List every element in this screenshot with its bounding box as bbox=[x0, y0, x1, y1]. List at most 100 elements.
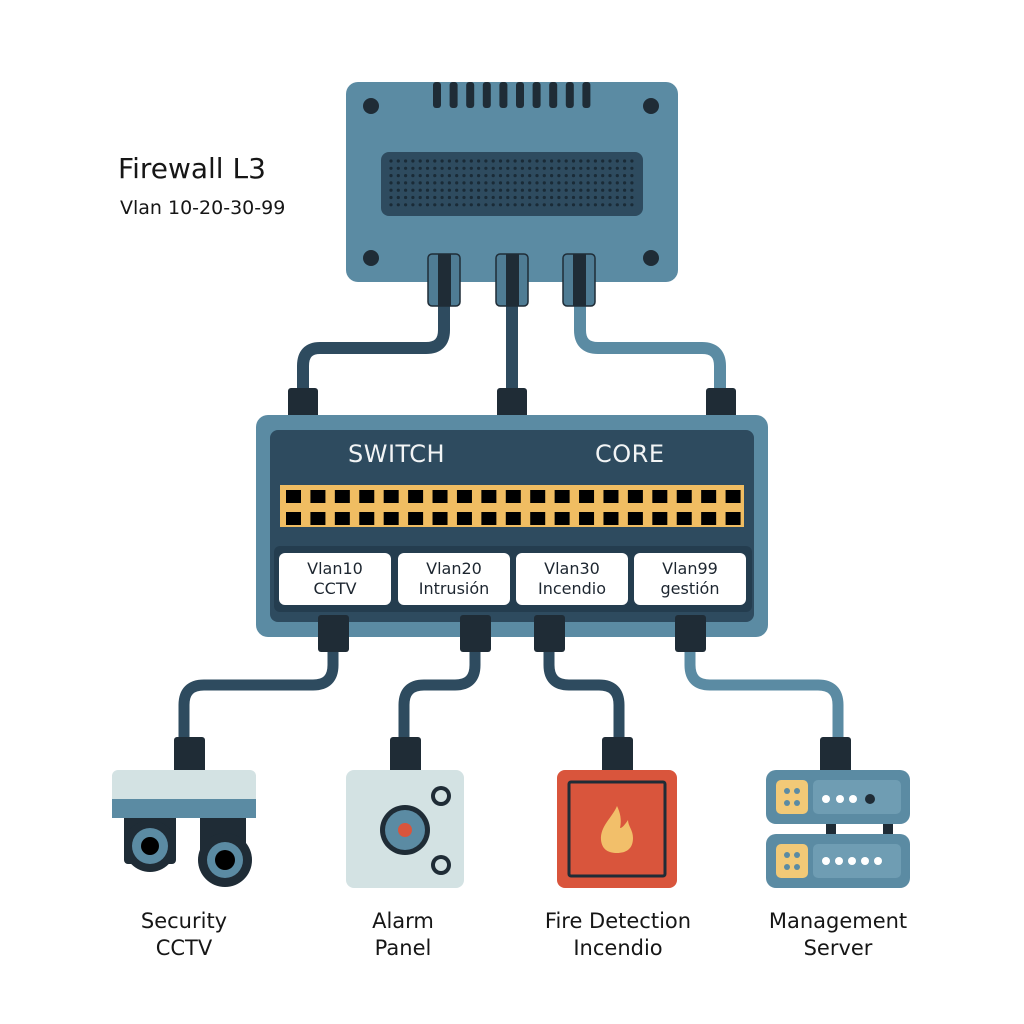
switch-port bbox=[310, 490, 326, 503]
switch-downlink-connector[interactable] bbox=[318, 615, 349, 652]
grille-dot bbox=[593, 188, 598, 192]
switch-port bbox=[408, 512, 424, 525]
vlan-name: Intrusión bbox=[418, 579, 490, 598]
alarm-panel-icon[interactable] bbox=[346, 770, 464, 888]
grille-dot bbox=[484, 188, 488, 192]
grille-dot bbox=[520, 166, 525, 170]
firewall-port[interactable] bbox=[562, 253, 596, 307]
fire-icon bbox=[600, 806, 633, 853]
grille-dot bbox=[411, 159, 415, 163]
vlan-label-99[interactable]: Vlan99 gestión bbox=[634, 553, 746, 605]
grille-dot bbox=[542, 203, 546, 207]
firewall-screw bbox=[363, 250, 379, 266]
switch-downlink-connector[interactable] bbox=[675, 615, 706, 652]
grille-dot bbox=[462, 188, 466, 192]
grille-dot bbox=[396, 195, 400, 200]
grille-dot bbox=[389, 195, 393, 200]
switch-port bbox=[456, 512, 472, 525]
grille-dot bbox=[528, 166, 532, 170]
grille-dot bbox=[396, 159, 400, 163]
grille-dot bbox=[396, 166, 400, 170]
grille-dot bbox=[425, 181, 430, 185]
vlan-name: Incendio bbox=[537, 579, 607, 598]
grille-dot bbox=[623, 174, 627, 178]
switch-uplink-connector[interactable] bbox=[288, 388, 318, 418]
grille-dot bbox=[623, 166, 627, 170]
grille-dot bbox=[630, 174, 634, 178]
grille-dot bbox=[491, 188, 495, 192]
vlan-label-30[interactable]: Vlan30 Incendio bbox=[516, 553, 628, 605]
grille-dot bbox=[447, 203, 451, 207]
grille-dot bbox=[615, 188, 619, 192]
grille-dot bbox=[411, 203, 415, 207]
vlan-label-20[interactable]: Vlan20 Intrusión bbox=[398, 553, 510, 605]
grille-dot bbox=[433, 181, 437, 185]
firewall-subtitle: Vlan 10-20-30-99 bbox=[120, 197, 286, 219]
server-icon[interactable] bbox=[766, 770, 910, 888]
grille-dot bbox=[455, 181, 459, 185]
grille-dot bbox=[404, 203, 408, 207]
grille-dot bbox=[396, 188, 400, 192]
grille-dot bbox=[491, 195, 495, 200]
grille-dot bbox=[455, 195, 459, 200]
grille-dot bbox=[550, 159, 554, 163]
grille-dot bbox=[477, 159, 481, 163]
grille-dot bbox=[440, 174, 444, 178]
grille-dot bbox=[477, 174, 481, 178]
grille-dot bbox=[404, 174, 408, 178]
grille-dot bbox=[542, 166, 546, 170]
grille-dot bbox=[623, 188, 627, 192]
grille-dot bbox=[535, 181, 539, 185]
switch-port bbox=[530, 512, 546, 525]
grille-dot bbox=[630, 195, 634, 200]
firewall-device[interactable] bbox=[346, 82, 678, 307]
vent-slot bbox=[499, 82, 508, 108]
grille-dot bbox=[411, 174, 415, 178]
grille-dot bbox=[455, 159, 459, 163]
vlan-id: Vlan10 bbox=[307, 559, 363, 578]
firewall-port[interactable] bbox=[495, 253, 529, 307]
grille-dot bbox=[396, 174, 400, 178]
switch-port bbox=[725, 512, 741, 525]
grille-dot bbox=[564, 174, 568, 178]
vlan-name: CCTV bbox=[313, 579, 357, 598]
firewall-port[interactable] bbox=[427, 253, 461, 307]
grille-dot bbox=[462, 195, 466, 200]
grille-dot bbox=[506, 188, 510, 192]
grille-dot bbox=[608, 188, 612, 192]
grille-dot bbox=[447, 159, 451, 163]
switch-port bbox=[579, 512, 595, 525]
grille-dot bbox=[601, 181, 605, 185]
grille-dot bbox=[623, 181, 627, 185]
vent-slot bbox=[449, 82, 458, 108]
grille-dot bbox=[528, 195, 532, 200]
grille-dot bbox=[411, 195, 415, 200]
grille-dot bbox=[579, 181, 583, 185]
switch-downlink-connector[interactable] bbox=[460, 615, 491, 652]
cctv-camera-icon[interactable] bbox=[112, 770, 256, 887]
grille-dot bbox=[425, 166, 430, 170]
switch-downlink-connector[interactable] bbox=[534, 615, 565, 652]
grille-dot bbox=[571, 166, 576, 170]
grille-dot bbox=[462, 166, 466, 170]
grille-dot bbox=[440, 159, 444, 163]
device-label-line: Alarm bbox=[372, 909, 434, 933]
grille-dot bbox=[535, 195, 539, 200]
grille-dot bbox=[564, 188, 568, 192]
grille-dot bbox=[513, 174, 517, 178]
grille-dot bbox=[469, 181, 473, 185]
vlan-label-10[interactable]: Vlan10 CCTV bbox=[279, 553, 391, 605]
grille-dot bbox=[593, 195, 598, 200]
switch-uplink-connector[interactable] bbox=[706, 388, 736, 418]
fire-detection-icon[interactable] bbox=[557, 770, 677, 888]
grille-dot bbox=[506, 203, 510, 207]
switch-uplink-connector[interactable] bbox=[497, 388, 527, 418]
grille-dot bbox=[520, 203, 525, 207]
grille-dot bbox=[396, 203, 400, 207]
vlan-name: gestión bbox=[660, 579, 720, 598]
grille-dot bbox=[484, 195, 488, 200]
grille-dot bbox=[535, 174, 539, 178]
grille-dot bbox=[462, 203, 466, 207]
device-connector bbox=[174, 737, 205, 773]
grille-dot bbox=[484, 181, 488, 185]
